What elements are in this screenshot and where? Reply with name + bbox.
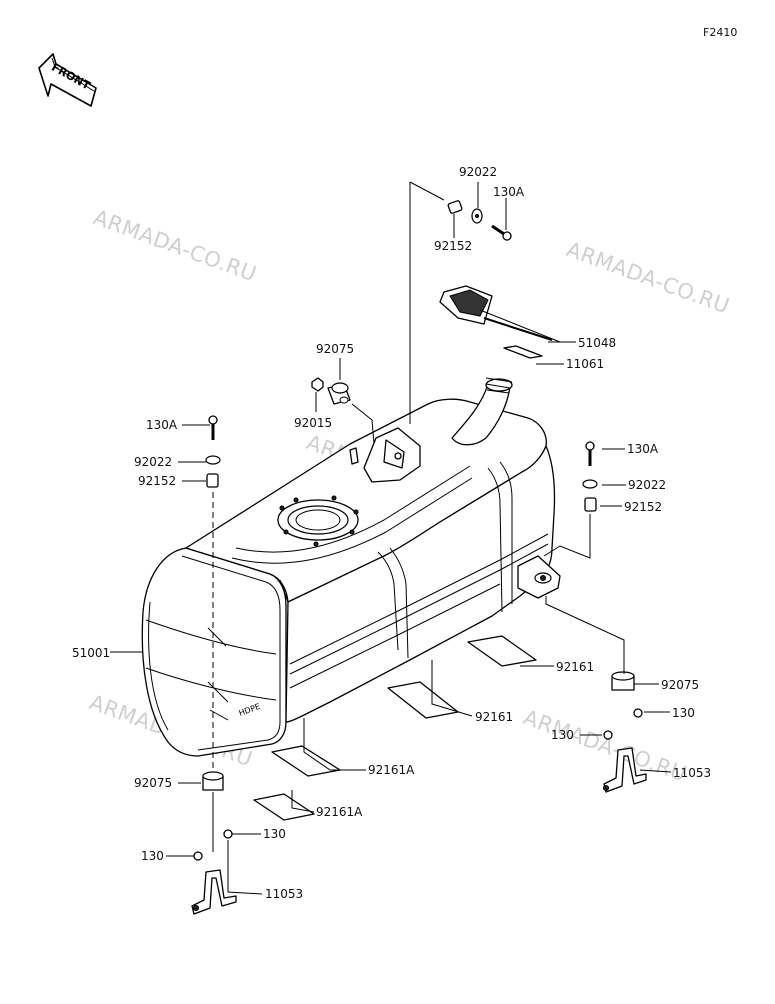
callout-130-right-a: 130	[672, 706, 695, 720]
callout-92161a-upper: 92161A	[368, 763, 415, 777]
pad-92161-mid	[387, 681, 459, 719]
callout-130a-right: 130A	[627, 442, 659, 456]
callout-130a-top: 130A	[493, 185, 525, 199]
pad-92161-right	[467, 635, 537, 667]
callout-labels: 92022 130A 92152 51048 11061 92075 92015 130A 92…	[72, 165, 711, 901]
right-fasteners	[582, 441, 598, 512]
callout-92075-right: 92075	[661, 678, 699, 692]
callout-92152-right: 92152	[624, 500, 662, 514]
callout-92022-left: 92022	[134, 455, 172, 469]
callout-11053-left: 11053	[265, 887, 303, 901]
figure-code: F2410	[703, 26, 737, 39]
fuel-tank: HDPE	[141, 377, 561, 757]
watermark-2: ARMADA-CO.RU	[563, 237, 733, 318]
callout-92015: 92015	[294, 416, 332, 430]
callout-130-right-b: 130	[551, 728, 574, 742]
filler-neck	[451, 377, 513, 446]
callout-92152-left: 92152	[138, 474, 176, 488]
cap-cover	[439, 285, 561, 343]
pad-92161a-lower	[253, 793, 315, 821]
callout-11053-right: 11053	[673, 766, 711, 780]
callout-51048: 51048	[578, 336, 616, 350]
callout-11061: 11061	[566, 357, 604, 371]
leader-lines	[110, 181, 672, 895]
damper-92075-top	[327, 382, 351, 405]
callout-92161-right: 92161	[556, 660, 594, 674]
callout-92075-left: 92075	[134, 776, 172, 790]
callout-92075-top: 92075	[316, 342, 354, 356]
callout-92161-mid: 92161	[475, 710, 513, 724]
callout-51001: 51001	[72, 646, 110, 660]
callout-130-left-b: 130	[141, 849, 164, 863]
watermark-1: ARMADA-CO.RU	[90, 205, 260, 286]
front-arrow-icon: FRONT	[38, 53, 97, 107]
tank-mount-tab	[349, 427, 421, 483]
callout-130-left-a: 130	[263, 827, 286, 841]
callout-92022-right: 92022	[628, 478, 666, 492]
nut-92015	[311, 377, 324, 392]
watermark-5: ARMADA-CO.RU	[520, 705, 690, 786]
pad-92161a-upper	[271, 745, 341, 777]
fuel-pump-opening	[277, 495, 359, 547]
callout-130a-left: 130A	[146, 418, 178, 432]
left-fasteners	[205, 415, 221, 488]
upper-fasteners	[447, 200, 512, 241]
tank-rear-mount	[517, 555, 561, 599]
gasket-11061	[503, 345, 543, 359]
callout-92161a-lower: 92161A	[316, 805, 363, 819]
callout-92152-top: 92152	[434, 239, 472, 253]
left-mount-assembly	[191, 771, 237, 915]
right-mount-assembly	[602, 671, 647, 793]
callout-92022-top: 92022	[459, 165, 497, 179]
